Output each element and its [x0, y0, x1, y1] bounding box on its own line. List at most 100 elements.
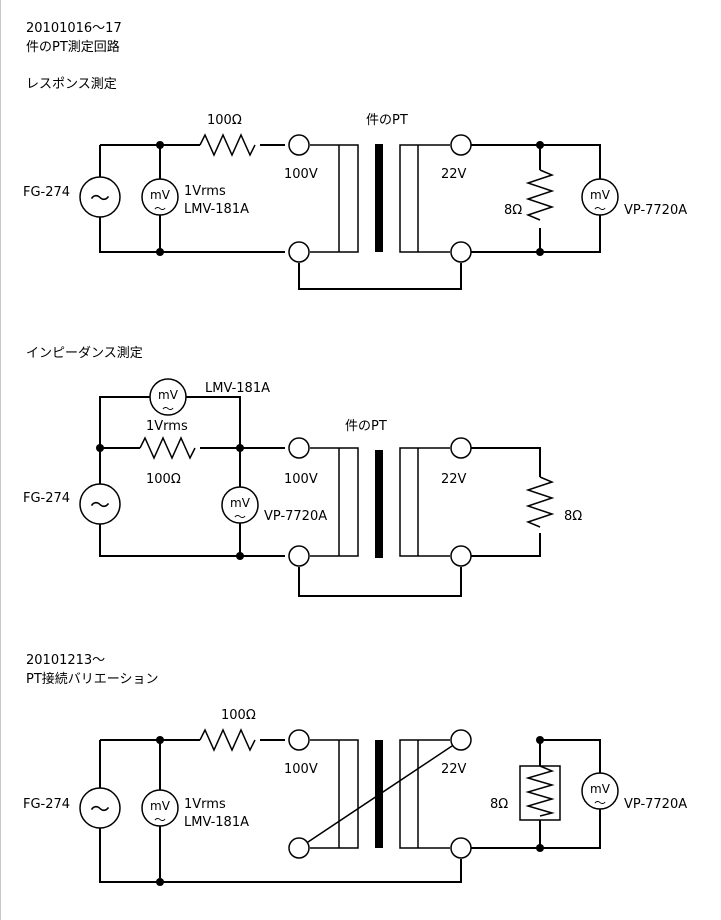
s1-meter2-unit: mV — [590, 188, 611, 202]
s2-millivoltmeter-1 — [149, 378, 187, 416]
s1-secondary-voltage: 22V — [441, 167, 467, 182]
s3-junction — [156, 878, 164, 886]
s1-source-wire — [99, 145, 285, 253]
s1-junction — [156, 141, 164, 149]
section1-heading: レスポンス測定 — [26, 77, 117, 92]
s3-load-resistor — [525, 765, 555, 817]
s2-secondary-wire — [471, 447, 541, 557]
s3-load-label: 8Ω — [490, 797, 508, 812]
s2-junction — [236, 552, 244, 560]
section3-date: 20101213〜 — [26, 653, 105, 668]
page-left-border — [0, 0, 1, 920]
s1-signal-generator — [79, 176, 121, 218]
s1-junction — [536, 248, 544, 256]
s3-junction — [536, 844, 544, 852]
header-date: 20101016〜17 — [26, 21, 122, 36]
s2-junction — [236, 444, 244, 452]
header-title: 件のPT測定回路 — [26, 39, 120, 55]
s3-terminal-secondary-bottom — [450, 837, 472, 859]
s1-return-wire — [298, 263, 462, 290]
s3-millivoltmeter-1 — [141, 789, 179, 827]
s3-transformer-core — [375, 740, 383, 848]
s1-junction — [156, 248, 164, 256]
s3-secondary-winding — [399, 739, 450, 849]
section2-heading: インピーダンス測定 — [26, 346, 143, 361]
circuit-impedance: インピーダンス測定 mV 〜 〜 mV 〜 — [23, 346, 582, 597]
s2-level-label: 1Vrms — [146, 419, 188, 434]
s1-terminal-secondary-top — [450, 134, 472, 156]
s1-secondary-winding — [399, 144, 450, 253]
s1-millivoltmeter-2 — [581, 178, 619, 216]
s3-meter1-unit: mV — [150, 799, 171, 813]
s2-pt-label: 件のPT — [345, 419, 387, 434]
s1-secondary-wire — [471, 144, 601, 253]
s2-load-label: 8Ω — [564, 509, 582, 524]
s2-terminal-primary-top — [288, 437, 310, 459]
s2-meter2-unit: mV — [230, 496, 251, 510]
s3-terminal-secondary-top — [450, 729, 472, 751]
s2-source-symbol: 〜 — [90, 493, 110, 517]
s2-resistor-100 — [139, 436, 196, 460]
s1-source-symbol: 〜 — [90, 186, 110, 210]
s2-meter1-model: LMV-181A — [205, 381, 270, 396]
s1-source-label: FG-274 — [23, 185, 70, 200]
s2-terminal-secondary-top — [450, 437, 472, 459]
s1-transformer-core — [375, 144, 383, 252]
s2-signal-generator — [79, 483, 121, 525]
s3-level-label: 1Vrms — [184, 797, 226, 812]
s1-meter2-model: VP-7720A — [624, 203, 687, 218]
s1-terminal-primary-bottom — [288, 241, 310, 263]
s1-terminal-primary-top — [288, 134, 310, 156]
section3-heading: PT接続バリエーション — [26, 671, 159, 687]
s2-millivoltmeter-2 — [221, 486, 259, 524]
s3-signal-generator — [79, 787, 121, 829]
s3-junction — [536, 736, 544, 744]
s1-meter1-model: LMV-181A — [184, 202, 249, 217]
s1-primary-voltage: 100V — [284, 167, 318, 182]
s1-resistor-100 — [199, 133, 256, 157]
s3-millivoltmeter-2 — [581, 772, 619, 810]
s1-resistor-label: 100Ω — [207, 113, 242, 128]
s1-primary-winding — [310, 144, 359, 253]
s2-meter1-ac: 〜 — [162, 402, 174, 416]
s1-load-label: 8Ω — [504, 203, 522, 218]
s2-terminal-primary-bottom — [288, 545, 310, 567]
s2-primary-winding — [310, 447, 359, 557]
s1-level-label: 1Vrms — [184, 184, 226, 199]
s2-secondary-voltage: 22V — [441, 472, 467, 487]
s2-source-label: FG-274 — [23, 491, 70, 506]
s3-junction — [156, 736, 164, 744]
s2-load-resistor — [525, 476, 555, 528]
s3-meter2-model: VP-7720A — [624, 797, 687, 812]
s1-terminal-secondary-bottom — [450, 241, 472, 263]
circuit-response: レスポンス測定 〜 mV 〜 mV 〜 — [23, 77, 687, 290]
s3-primary-winding — [310, 739, 359, 849]
s3-secondary-wire — [471, 739, 601, 849]
circuit-connection-variation: 20101213〜 PT接続バリエーション 〜 mV 〜 mV 〜 — [23, 653, 687, 886]
s1-load-resistor — [525, 169, 555, 221]
s3-meter2-unit: mV — [590, 782, 611, 796]
s3-source-wire — [99, 740, 462, 883]
s1-meter1-ac: 〜 — [154, 202, 166, 216]
s3-meter1-model: LMV-181A — [184, 815, 249, 830]
s3-source-symbol: 〜 — [90, 797, 110, 821]
s2-secondary-winding — [399, 447, 450, 557]
s1-meter1-unit: mV — [150, 188, 171, 202]
s2-meter2-ac: 〜 — [234, 510, 246, 524]
s2-resistor-label: 100Ω — [146, 472, 181, 487]
s2-source-wire — [99, 448, 285, 557]
s3-primary-voltage: 100V — [284, 762, 318, 777]
s3-meter1-ac: 〜 — [154, 813, 166, 827]
s3-secondary-voltage: 22V — [441, 762, 467, 777]
s2-meter1-loop — [99, 396, 241, 448]
s3-meter2-ac: 〜 — [594, 796, 606, 810]
s1-pt-label: 件のPT — [366, 113, 408, 128]
s2-return-wire — [298, 567, 462, 597]
s2-junction — [96, 444, 104, 452]
s3-resistor-label: 100Ω — [221, 708, 256, 723]
s2-transformer-core — [375, 450, 383, 558]
s3-resistor-100 — [199, 728, 256, 752]
s3-terminal-primary-bottom — [288, 837, 310, 859]
s1-meter2-ac: 〜 — [594, 202, 606, 216]
